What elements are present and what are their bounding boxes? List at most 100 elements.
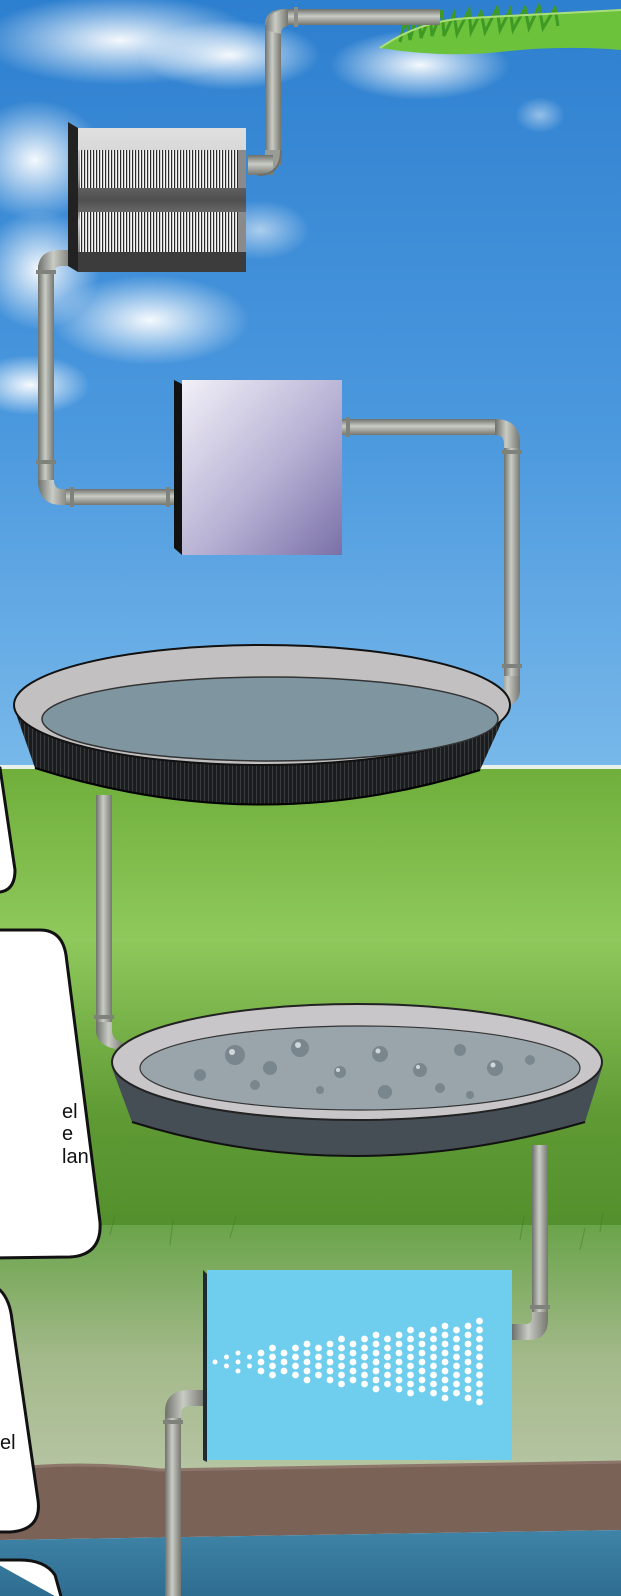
diffuser-bubble xyxy=(465,1377,472,1384)
diffuser-bubble xyxy=(292,1354,299,1361)
diffuser-bubble xyxy=(315,1354,322,1361)
diffuser-bubble xyxy=(236,1369,241,1374)
diffuser-bubble xyxy=(465,1341,472,1348)
diffuser-bubble xyxy=(476,1381,483,1388)
diffuser-bubble xyxy=(476,1399,483,1406)
diffuser-bubble xyxy=(476,1336,483,1343)
diffuser-bubble xyxy=(373,1377,380,1384)
diffuser-bubble xyxy=(453,1363,460,1370)
diffuser-bubble xyxy=(315,1345,322,1352)
diffuser-bubble xyxy=(407,1345,414,1352)
diffuser-bubble xyxy=(396,1377,403,1384)
diffuser-bubble xyxy=(453,1345,460,1352)
diffuser-bubble xyxy=(442,1341,449,1348)
diffuser-bubble xyxy=(396,1386,403,1393)
diffuser-bubble xyxy=(350,1350,357,1357)
diffuser-bubble xyxy=(361,1381,368,1388)
diffuser-bubble xyxy=(465,1350,472,1357)
diffuser-bubble xyxy=(236,1360,241,1365)
diffuser-bubble xyxy=(407,1372,414,1379)
diffuser-bubble xyxy=(465,1395,472,1402)
diffuser-bubble xyxy=(407,1381,414,1388)
diffuser-bubble xyxy=(373,1341,380,1348)
diffuser-bubble xyxy=(465,1332,472,1339)
diffuser-bubble xyxy=(465,1323,472,1330)
diffuser-bubble xyxy=(373,1368,380,1375)
air-cooler-unit-icon xyxy=(68,122,246,272)
diffuser-bubble xyxy=(396,1332,403,1339)
diffuser-bubble xyxy=(384,1381,391,1388)
diffuser-bubble xyxy=(384,1372,391,1379)
diffuser-bubble xyxy=(292,1345,299,1352)
diffuser-bubble xyxy=(236,1351,241,1356)
diffuser-bubble xyxy=(224,1355,229,1360)
callout-middle-line-3: lan xyxy=(62,1146,89,1168)
diffuser-bubble xyxy=(384,1345,391,1352)
diffuser-bubble xyxy=(304,1368,311,1375)
diffuser-bubble xyxy=(247,1364,252,1369)
diffuser-bubble xyxy=(292,1372,299,1379)
diffuser-bubble xyxy=(419,1368,426,1375)
diffuser-bubble xyxy=(453,1354,460,1361)
diffuser-bubble xyxy=(350,1359,357,1366)
diffuser-bubble xyxy=(419,1332,426,1339)
diffuser-bubble xyxy=(453,1372,460,1379)
diffuser-bubble xyxy=(269,1363,276,1370)
diffuser-bubble xyxy=(442,1350,449,1357)
diffuser-bubble xyxy=(430,1327,437,1334)
diffuser-bubble xyxy=(453,1390,460,1397)
diffuser-bubble xyxy=(327,1368,334,1375)
diffuser-bubble xyxy=(373,1332,380,1339)
diffuser-bubble xyxy=(419,1341,426,1348)
diffuser-bubble xyxy=(430,1354,437,1361)
diffuser-bubble xyxy=(384,1363,391,1370)
diffuser-bubble xyxy=(350,1368,357,1375)
diffuser-bubble xyxy=(304,1359,311,1366)
diffuser-bubble xyxy=(304,1341,311,1348)
callout-middle-line-2: e xyxy=(62,1123,73,1145)
diffuser-bubble xyxy=(213,1360,218,1365)
diffuser-bubble xyxy=(247,1355,252,1360)
diffuser-bubble xyxy=(327,1341,334,1348)
diffuser-bubble xyxy=(476,1327,483,1334)
diffuser-bubble xyxy=(281,1350,288,1357)
filter-box-icon xyxy=(174,380,342,555)
diffuser-bubble xyxy=(327,1350,334,1357)
diffuser-bubble xyxy=(258,1350,265,1357)
diffuser-bubble xyxy=(476,1363,483,1370)
diffuser-bubble xyxy=(465,1368,472,1375)
diffuser-bubble xyxy=(476,1390,483,1397)
diffuser-bubble xyxy=(281,1368,288,1375)
diffuser-bubble xyxy=(224,1364,229,1369)
diffuser-bubble xyxy=(442,1332,449,1339)
diffuser-bubble xyxy=(396,1359,403,1366)
diffuser-bubble xyxy=(361,1336,368,1343)
diffuser-bubble xyxy=(304,1350,311,1357)
diffuser-bubble xyxy=(430,1381,437,1388)
diffuser-bubble xyxy=(407,1363,414,1370)
diffuser-bubble xyxy=(338,1372,345,1379)
diffuser-bubble xyxy=(361,1372,368,1379)
diffuser-bubble xyxy=(419,1386,426,1393)
diffuser-bubble xyxy=(465,1386,472,1393)
diffuser-bubble xyxy=(315,1372,322,1379)
diffuser-bubble xyxy=(361,1363,368,1370)
diffuser-bubble xyxy=(476,1345,483,1352)
diffuser-bubble xyxy=(292,1363,299,1370)
diffuser-bubble xyxy=(419,1350,426,1357)
diffuser-bubble xyxy=(453,1336,460,1343)
diffuser-bubble xyxy=(430,1372,437,1379)
diffuser-bubble xyxy=(407,1336,414,1343)
diffuser-bubble xyxy=(465,1359,472,1366)
diffuser-bubble xyxy=(476,1354,483,1361)
diffuser-bubble xyxy=(419,1359,426,1366)
diffuser-bubble xyxy=(442,1386,449,1393)
diffuser-bubble xyxy=(338,1354,345,1361)
diffuser-bubble xyxy=(430,1363,437,1370)
aeration-basin-icon xyxy=(112,1004,602,1156)
diffuser-bubble xyxy=(419,1377,426,1384)
groundwater xyxy=(0,1530,621,1596)
diffuser-bubble xyxy=(269,1372,276,1379)
diffuser-bubble xyxy=(361,1345,368,1352)
diffuser-bubble xyxy=(350,1377,357,1384)
